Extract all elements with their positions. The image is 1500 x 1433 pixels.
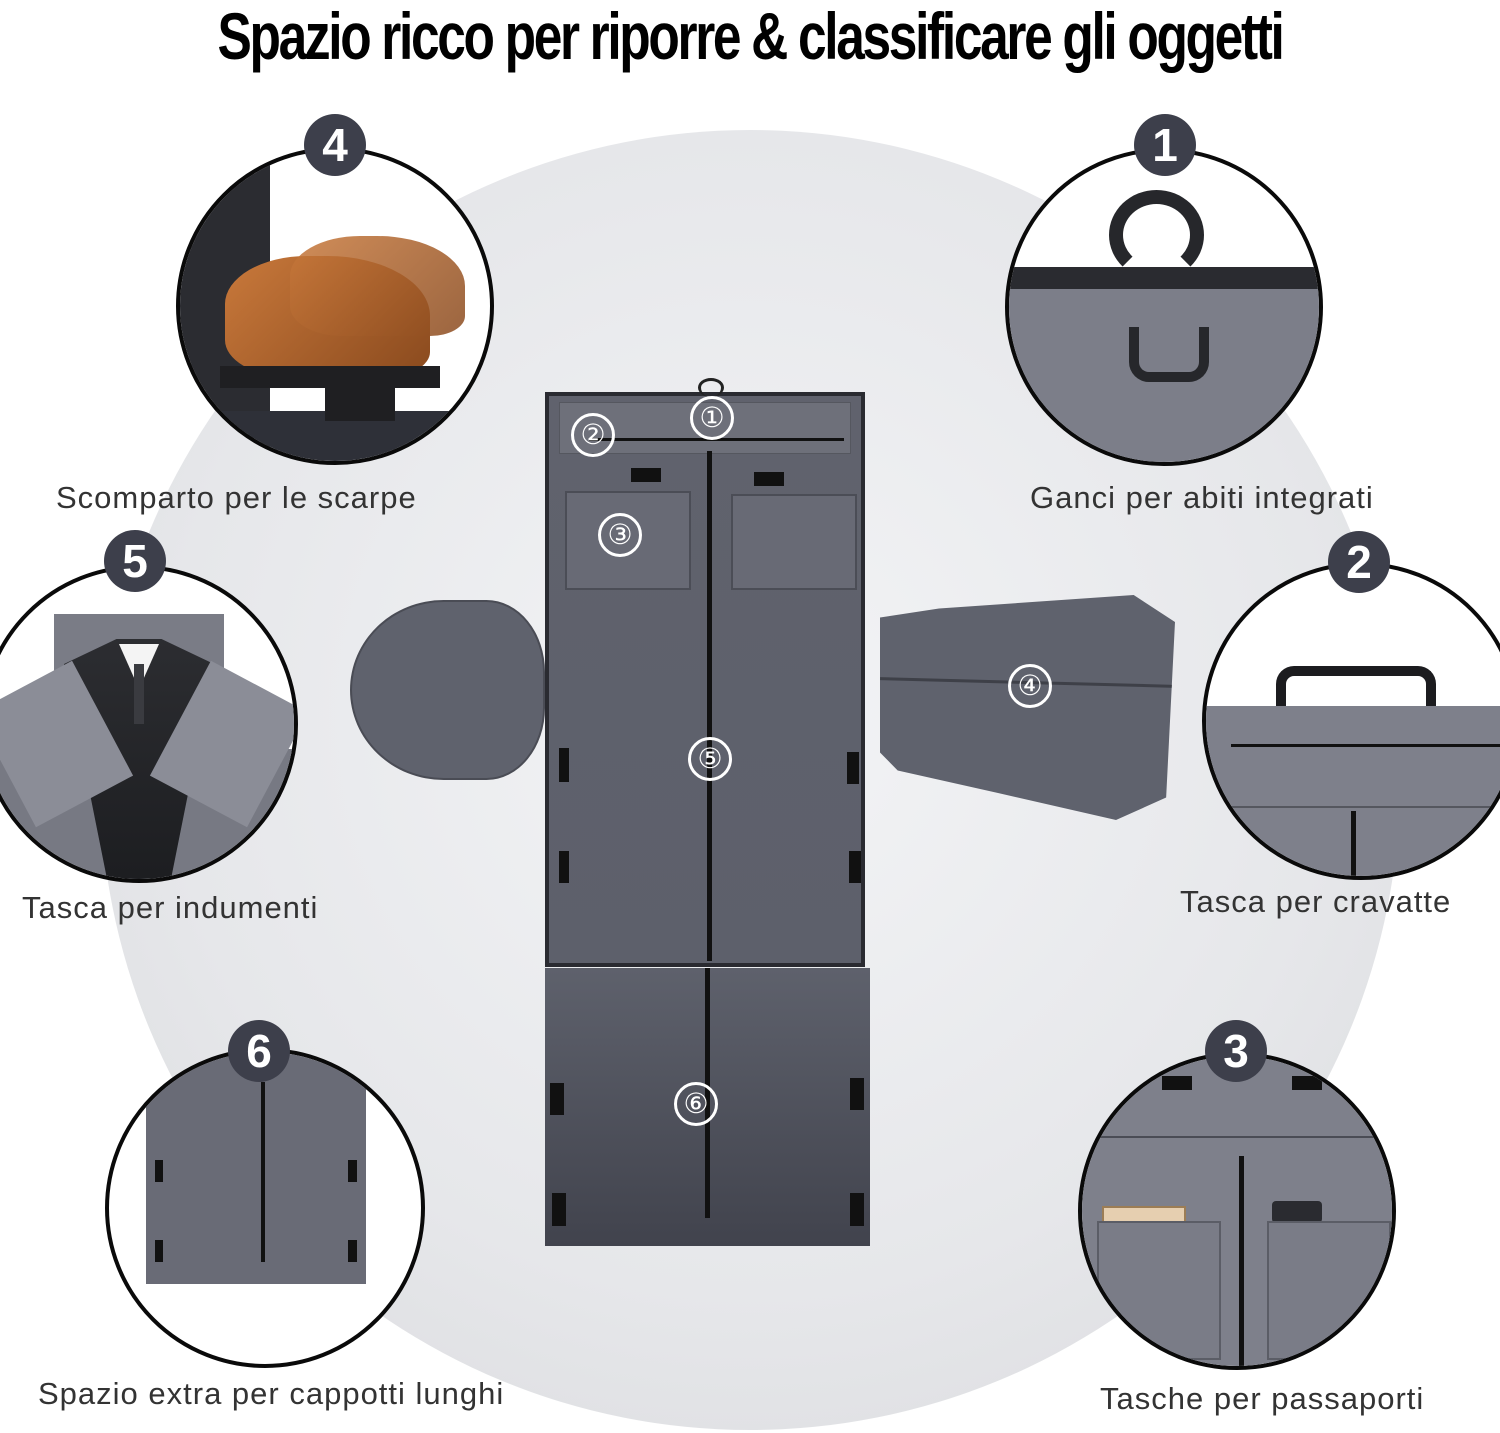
feature-label-shoe: Scomparto per le scarpe — [56, 480, 417, 515]
extended-panel-image — [105, 1048, 425, 1368]
page-title: Spazio ricco per riporre & classificare … — [217, 0, 1284, 73]
bag-marker-5: ⑤ — [688, 737, 732, 781]
badge-4: 4 — [304, 114, 366, 176]
badge-5: 5 — [104, 530, 166, 592]
hanger-hook-icon — [1109, 190, 1204, 280]
bag-marker-4: ④ — [1008, 664, 1052, 708]
passport-pockets-image — [1078, 1052, 1396, 1370]
bag-main-panel — [545, 392, 865, 967]
feature-label-passport: Tasche per passaporti — [1100, 1381, 1425, 1416]
bag-marker-2: ② — [571, 413, 615, 457]
handle-icon — [1276, 666, 1436, 716]
bag-marker-1: ① — [690, 396, 734, 440]
suit-garment-image — [0, 565, 298, 883]
bag-marker-6: ⑥ — [674, 1082, 718, 1126]
coat-panel-icon — [146, 1052, 366, 1284]
shoe-compartment-image — [176, 147, 494, 465]
bag-marker-3: ③ — [598, 513, 642, 557]
badge-3: 3 — [1205, 1020, 1267, 1082]
tie-pocket-image — [1202, 562, 1500, 880]
badge-6: 6 — [228, 1020, 290, 1082]
feature-label-tie: Tasca per cravatte — [1180, 884, 1452, 919]
shoe-flap-left — [350, 600, 545, 780]
badge-1: 1 — [1134, 114, 1196, 176]
hanger-hook-image — [1005, 148, 1323, 466]
feature-label-hanger: Ganci per abiti integrati — [1030, 480, 1374, 515]
feature-label-garment: Tasca per indumenti — [22, 890, 319, 925]
phone-icon — [1272, 1201, 1322, 1223]
badge-2: 2 — [1328, 531, 1390, 593]
feature-label-coat: Spazio extra per cappotti lunghi — [38, 1376, 505, 1411]
